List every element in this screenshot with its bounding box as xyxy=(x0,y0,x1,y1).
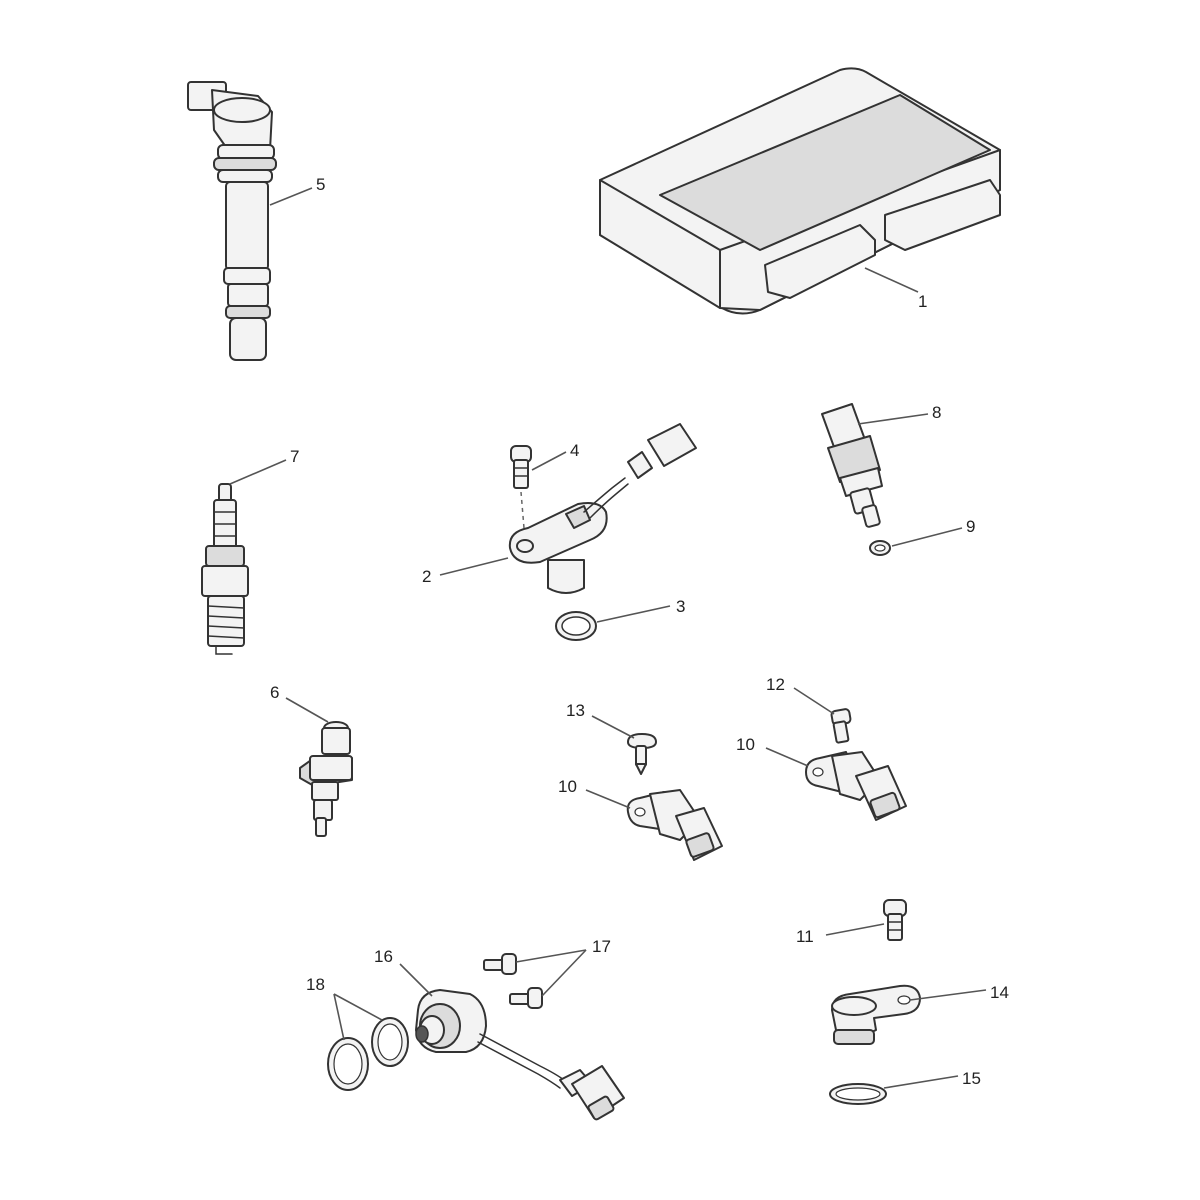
o-ring-18-left xyxy=(327,1037,369,1091)
callout-14: 14 xyxy=(990,983,1009,1002)
leader-16 xyxy=(399,963,433,997)
leader-15 xyxy=(883,1075,959,1089)
callout-15: 15 xyxy=(962,1069,981,1088)
o-ring-15 xyxy=(829,1083,887,1105)
callout-16: 16 xyxy=(374,947,393,966)
leader-6 xyxy=(285,697,329,723)
ignition-coil xyxy=(187,81,277,361)
leader-17-upper xyxy=(515,949,587,963)
clip-13 xyxy=(627,733,657,775)
leader-18-left xyxy=(333,993,345,1041)
washer-9 xyxy=(869,540,891,556)
crankshaft-sensor xyxy=(508,423,697,594)
position-sensor-16 xyxy=(415,989,625,1121)
callout-1: 1 xyxy=(918,292,927,311)
leader-4 xyxy=(531,451,567,471)
leader-7 xyxy=(229,459,287,485)
leader-3 xyxy=(596,605,671,623)
spark-plug xyxy=(201,483,249,655)
leader-8 xyxy=(857,413,929,425)
leader-1 xyxy=(864,267,919,293)
o-ring-3 xyxy=(555,611,597,641)
callout-10-upper: 10 xyxy=(736,735,755,754)
sensor-6 xyxy=(299,721,353,837)
temperature-sender-8 xyxy=(821,403,883,528)
leader-10-lower xyxy=(585,789,631,809)
leader-9 xyxy=(891,527,963,547)
leader-12 xyxy=(793,687,835,715)
leader-10-upper xyxy=(765,747,809,767)
leader-18-right xyxy=(333,993,383,1021)
callout-3: 3 xyxy=(676,597,685,616)
screw-17-lower xyxy=(509,987,543,1009)
callout-6: 6 xyxy=(270,683,279,702)
callout-17: 17 xyxy=(592,937,611,956)
callout-5: 5 xyxy=(316,175,325,194)
leader-2 xyxy=(439,557,509,576)
callout-18: 18 xyxy=(306,975,325,994)
callout-10-lower: 10 xyxy=(558,777,577,796)
callout-4: 4 xyxy=(570,441,579,460)
leader-13 xyxy=(591,715,635,739)
sensor-14 xyxy=(831,984,921,1045)
screw-11 xyxy=(883,899,907,941)
callout-7: 7 xyxy=(290,447,299,466)
leader-11 xyxy=(825,923,885,936)
leader-5 xyxy=(269,187,313,206)
screw-17-upper xyxy=(483,953,517,975)
screw-12 xyxy=(830,708,852,744)
leader-14 xyxy=(909,989,987,1001)
o-ring-18-right xyxy=(371,1017,409,1067)
sensor-10-upper xyxy=(805,751,907,821)
callout-2: 2 xyxy=(422,567,431,586)
callout-8: 8 xyxy=(932,403,941,422)
callout-11: 11 xyxy=(796,927,814,946)
callout-9: 9 xyxy=(966,517,975,536)
callout-12: 12 xyxy=(766,675,785,694)
ecu-module xyxy=(599,67,1001,315)
callout-13: 13 xyxy=(566,701,585,720)
screw-4 xyxy=(510,445,532,489)
leader-17-lower xyxy=(541,949,587,997)
sensor-10-lower xyxy=(626,789,723,861)
